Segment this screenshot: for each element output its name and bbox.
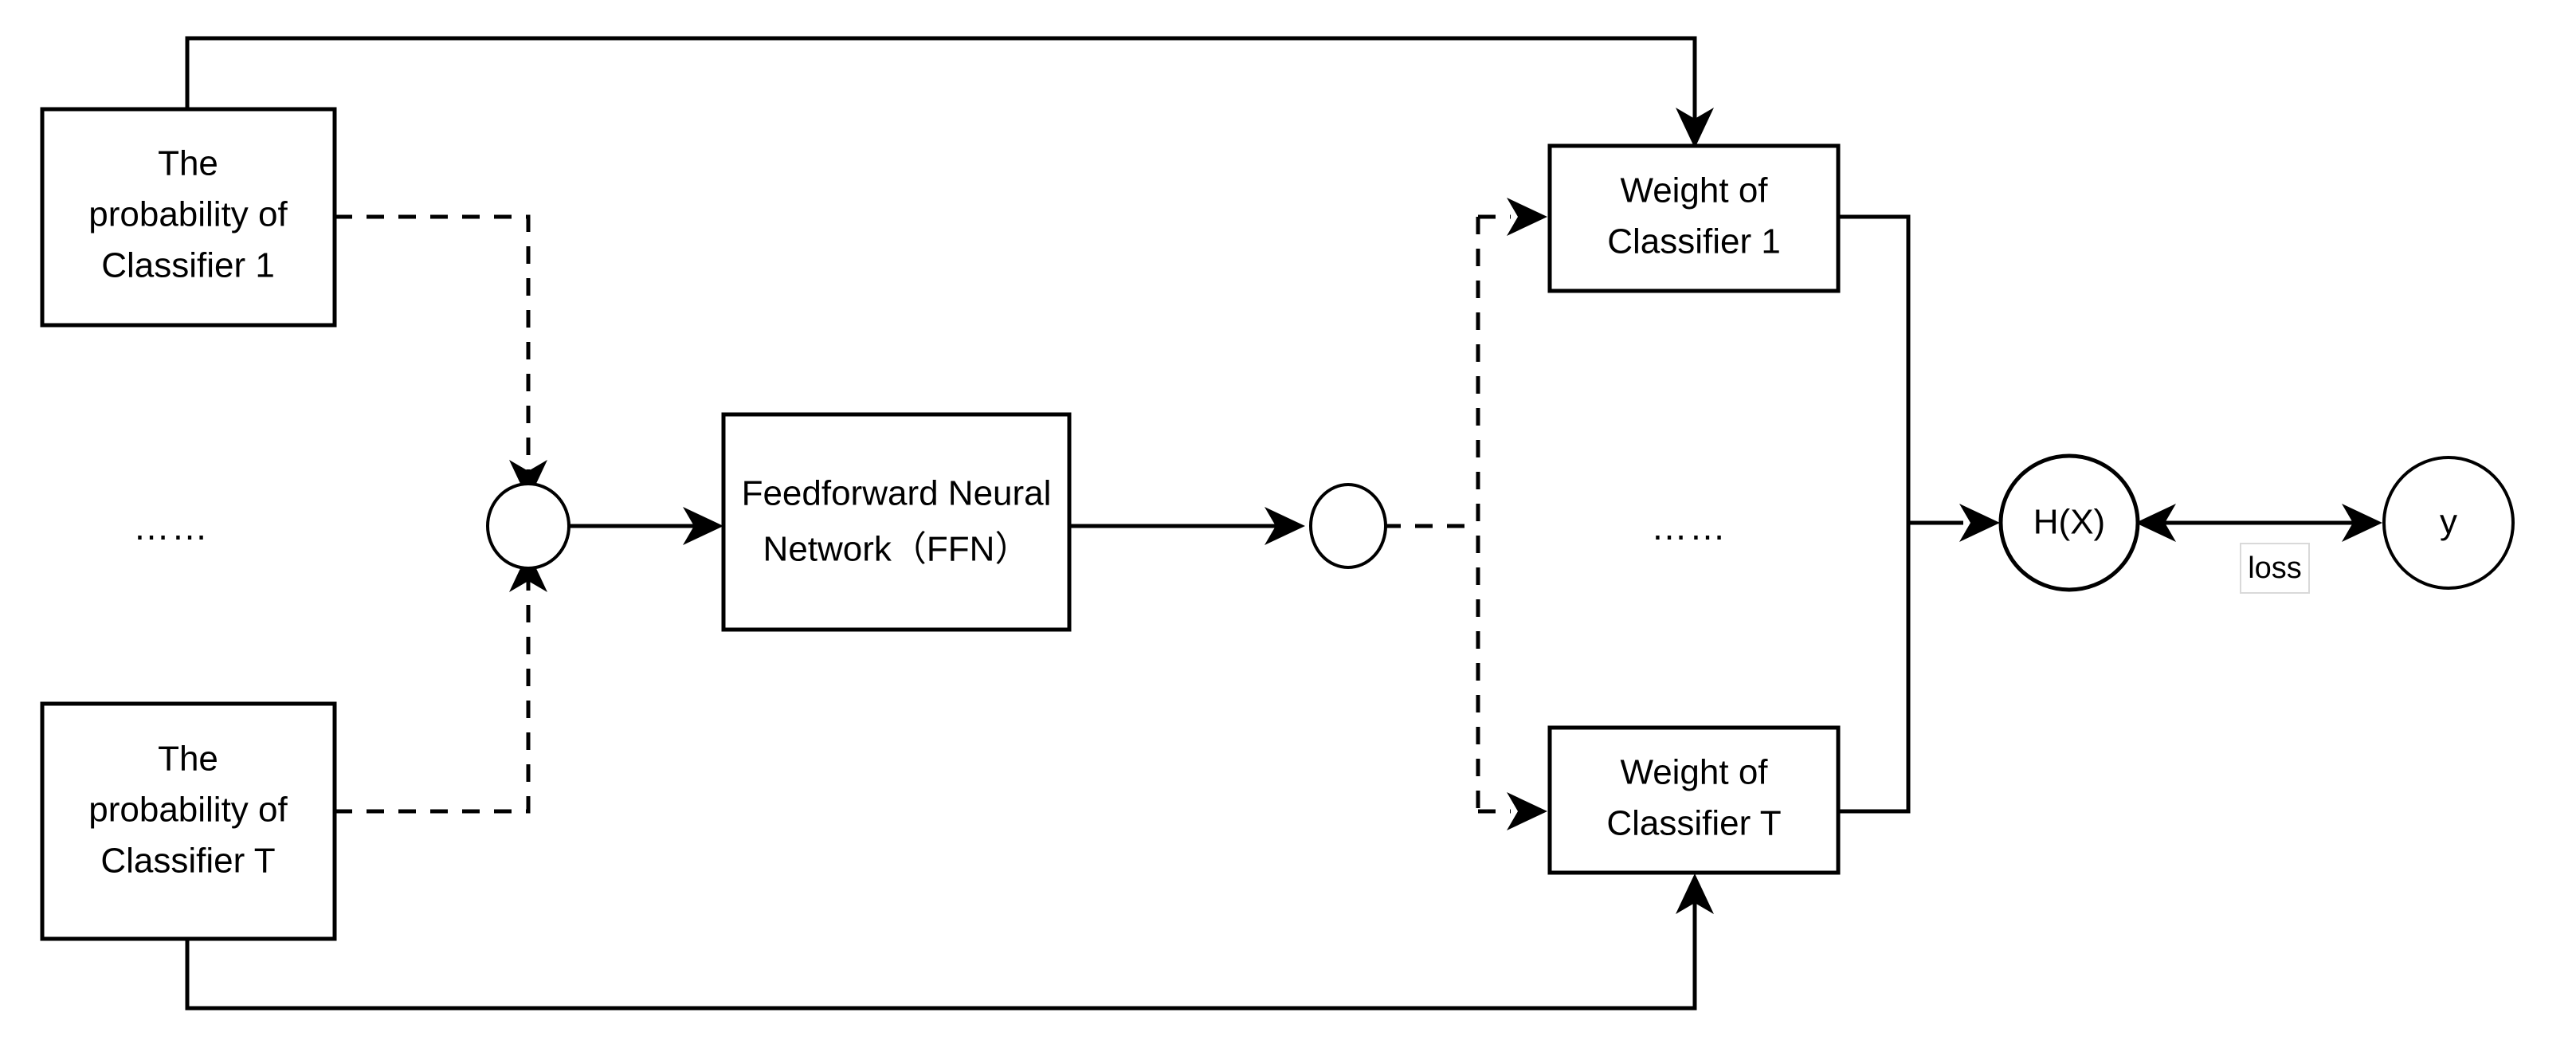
loss-label: loss (2248, 551, 2302, 585)
weight-classifier-t-line2: Classifier T (1606, 804, 1781, 843)
feedback-bottom-path (185, 902, 1697, 1011)
arrowhead-right-y (2342, 504, 2382, 542)
arrowhead-up-weightT (1676, 873, 1714, 914)
y-circle[interactable] (2382, 456, 2515, 590)
prob-classifier-1-line1: The (158, 144, 218, 183)
left-ellipsis: …… (133, 506, 210, 548)
edge-bus-to-weightT (1478, 792, 1547, 830)
prob-classifier-1-line3: Classifier 1 (101, 246, 275, 285)
arrowhead-down-weight1 (1676, 108, 1714, 148)
arrowhead-right-weightT (1507, 792, 1547, 830)
edge-hx-y-loss: loss (2135, 504, 2382, 594)
ffn-rect[interactable] (721, 412, 1072, 632)
arrowhead-right-weight1 (1507, 198, 1547, 236)
split-junction-circle[interactable] (1309, 483, 1387, 569)
merge-junction-circle[interactable] (486, 482, 570, 570)
weights-collector-path (1838, 214, 1911, 814)
y-label: y (2440, 503, 2457, 542)
ffn-line1: Feedforward Neural (742, 474, 1052, 513)
weight-classifier-1-rect[interactable] (1547, 143, 1841, 293)
loss-label-box (2240, 543, 2310, 594)
edge-weights-to-hx (1838, 214, 2000, 814)
node-split-junction[interactable] (1309, 483, 1387, 569)
dashed-prob1-path (335, 214, 531, 472)
ffn-line2: Network（FFN） (763, 530, 1030, 569)
node-weight-classifier-1[interactable]: Weight of Classifier 1 (1547, 143, 1841, 293)
prob-classifier-t-line1: The (158, 740, 218, 779)
right-ellipsis: …… (1651, 506, 1727, 548)
arrowhead-left-hx (2135, 504, 2176, 542)
dashed-probT-path (335, 580, 531, 814)
weight-classifier-1-line2: Classifier 1 (1607, 222, 1781, 261)
node-prob-classifier-t[interactable]: The probability of Classifier T (40, 701, 337, 941)
prob-classifier-1-line2: probability of (88, 195, 288, 234)
hx-circle[interactable] (1998, 453, 2140, 592)
weight-classifier-1-line1: Weight of (1620, 171, 1768, 210)
weight-classifier-t-rect[interactable] (1547, 725, 1841, 875)
edge-bus-to-weight1 (1478, 198, 1547, 236)
node-prob-classifier-1[interactable]: The probability of Classifier 1 (40, 107, 337, 328)
hx-label: H(X) (2033, 503, 2105, 542)
node-ffn[interactable]: Feedforward Neural Network（FFN） (721, 412, 1072, 632)
edge-probT-to-weightT-feedback (185, 873, 1714, 1011)
node-weight-classifier-t[interactable]: Weight of Classifier T (1547, 725, 1841, 875)
node-y[interactable]: y (2382, 456, 2515, 590)
weight-classifier-t-line1: Weight of (1620, 753, 1768, 792)
arrowhead-right-split (1264, 507, 1305, 545)
arrowhead-up-merge (509, 551, 547, 592)
arrowhead-right-hx (1959, 504, 2000, 542)
arrowhead-right-ffn (683, 507, 723, 545)
node-hx[interactable]: H(X) (1998, 453, 2140, 592)
node-merge-junction[interactable] (486, 482, 570, 570)
prob-classifier-t-rect[interactable] (40, 701, 337, 941)
prob-classifier-t-line2: probability of (88, 791, 288, 830)
feedback-top-path (185, 36, 1697, 120)
edge-merge-to-ffn (568, 507, 723, 545)
prob-classifier-1-rect[interactable] (40, 107, 337, 328)
edge-ffn-to-split (1069, 507, 1305, 545)
edge-prob1-to-weight1-feedback (185, 36, 1714, 148)
edge-probT-to-merge (335, 551, 547, 814)
arrowhead-down-merge (509, 460, 547, 500)
prob-classifier-t-line3: Classifier T (100, 842, 275, 881)
edge-prob1-to-merge (335, 214, 547, 500)
